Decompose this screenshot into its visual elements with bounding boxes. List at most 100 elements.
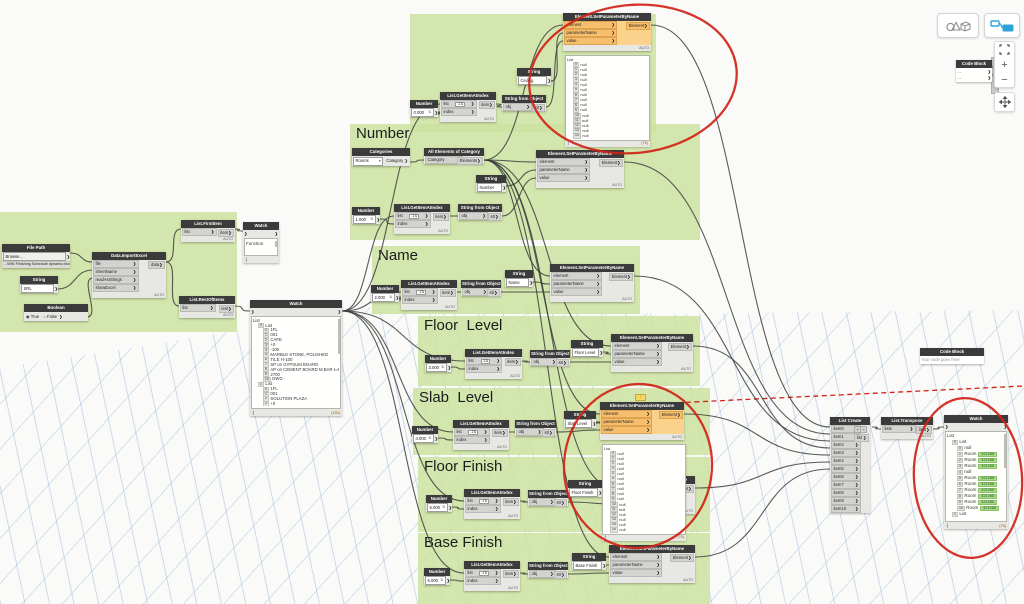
warning-badge[interactable]: ! [635,394,647,401]
node-title[interactable]: Element.SetParameterByName [563,13,651,22]
lacing-bar[interactable]: AUTO [600,434,684,441]
zoom-out-button[interactable]: − [995,72,1014,87]
input-port-obj[interactable]: obj❯ [529,498,556,507]
lacing-bar[interactable]: AUTO [440,116,496,123]
output-port[interactable]: ❯ [547,77,551,83]
output-port-item[interactable]: item❯ [478,101,495,110]
input-port-index[interactable]: index❯ [402,296,438,305]
input-port-element[interactable]: element❯ [564,21,618,30]
value-input[interactable]: 3.000⇅ [426,363,447,373]
node-title[interactable]: Categories [352,148,410,157]
node-title[interactable]: List.GetItemAtIndex [453,420,509,429]
output-port-item[interactable]: item❯ [217,229,234,238]
node-title[interactable]: Watch [250,300,342,309]
input-port-index[interactable]: index❯ [454,436,490,445]
output-port[interactable]: ❯ [529,279,533,285]
input-port-obj[interactable]: obj❯ [503,103,533,112]
input-port[interactable]: ❯ [244,230,248,236]
output-port[interactable]: ❯ [448,504,452,510]
input-port-value[interactable]: value❯ [537,174,591,183]
output-port-item[interactable]: item❯ [504,358,521,367]
node-title[interactable]: List Create [830,417,870,426]
input-port-list[interactable]: list-1⇅❯ [465,497,501,506]
output-port[interactable]: ❯ [987,69,991,75]
lacing-bar[interactable]: AUTO [453,444,509,451]
value-input[interactable]: Name [506,278,529,288]
input-port-value[interactable]: value❯ [564,37,618,46]
input-port-index[interactable]: index❯ [395,220,431,229]
input-port-list[interactable]: list-1⇅❯ [465,569,501,578]
list-create[interactable]: List Createitem0❯item1❯item2❯item3❯item4… [830,417,870,514]
input-port-item6[interactable]: item6❯ [831,473,861,482]
lacing-bar[interactable]: AUTO [563,45,651,52]
output-port-Element[interactable]: Element❯ [668,343,692,352]
output-port-item[interactable]: item❯ [491,429,508,438]
output-port-item[interactable]: item❯ [439,289,456,298]
node-title[interactable]: Number [412,426,438,435]
value-input[interactable]: Slab Level [565,419,592,429]
node-title[interactable]: String from Object [528,490,568,499]
input-port-item9[interactable]: item9❯ [831,497,861,506]
input-port-index[interactable]: index❯ [466,365,503,374]
output-port-rest[interactable]: rest❯ [218,305,234,314]
node-title[interactable]: Element.SetParameterByName [609,545,695,554]
output-port[interactable]: ❯ [66,253,70,259]
output-port-Element[interactable]: Element❯ [609,273,633,282]
output-port-data[interactable]: data❯ [148,261,165,270]
code-line[interactable]: Your code goes here [921,357,960,363]
list-level-control[interactable]: -1⇅ [479,498,490,505]
input-port-readAsStrings[interactable]: readAsStrings❯ [93,276,139,285]
lacing-bar[interactable]: AUTO [181,236,235,243]
lacing-bar[interactable]: AUTO [611,366,693,373]
node-title[interactable]: String from Object [502,95,546,104]
browse-button[interactable]: Browse... [3,252,66,262]
input-port-element[interactable]: element❯ [551,272,603,281]
list-level-control[interactable]: -1⇅ [468,429,479,436]
node-title[interactable]: String from Object [458,204,502,213]
input-port[interactable]: ❯ [251,308,255,314]
node-title[interactable]: File Path [2,244,70,253]
node-title[interactable]: String [517,68,551,77]
output-port-list[interactable]: list ❯ [854,434,869,443]
input-port-index[interactable]: index❯ [465,577,501,586]
radio-true[interactable]: ◉ True [26,313,40,319]
value-input[interactable]: Floor Finish [569,488,598,498]
radio-false[interactable]: ○ False [43,313,58,319]
node-title[interactable]: Number [371,285,399,294]
input-port-file[interactable]: file❯ [93,260,139,269]
value-input[interactable]: SRL [21,284,54,294]
input-port-parameterName[interactable]: parameterName❯ [612,350,663,359]
output-port-str[interactable]: str❯ [553,571,567,580]
node-title[interactable]: List.GetItemAtIndex [401,280,457,289]
node-title[interactable]: List.GetItemAtIndex [394,204,450,213]
input-port-index[interactable]: index❯ [465,505,501,514]
node-title[interactable]: All Elements of Category [424,148,484,157]
value-input[interactable]: Number [477,183,502,193]
input-port-showExcel[interactable]: showExcel❯ [93,284,139,293]
input-port-item3[interactable]: item3❯ [831,449,861,458]
node-title[interactable]: Element.SetParameterByName [536,150,624,159]
input-port-index[interactable]: index❯ [441,108,477,117]
input-port-element[interactable]: element❯ [601,410,653,419]
code-line[interactable]: … [957,69,962,75]
